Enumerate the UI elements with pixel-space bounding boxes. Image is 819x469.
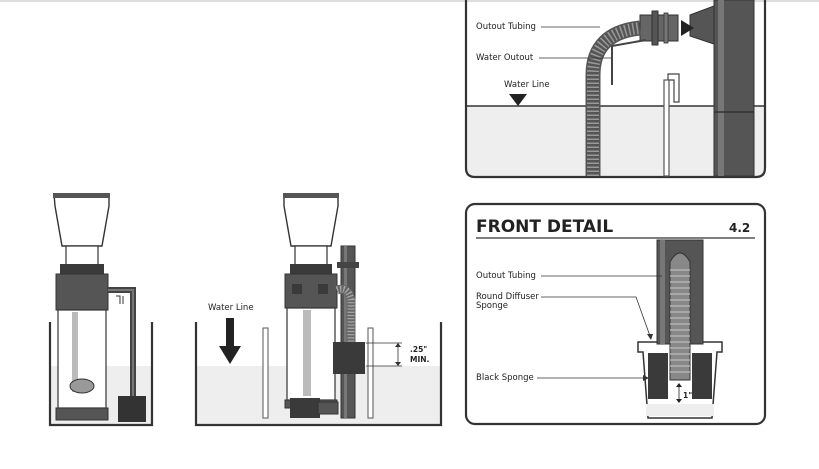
label-water-outout: Water Outout	[476, 53, 534, 63]
label-round-diffuser-2: Sponge	[476, 301, 508, 311]
label-water-line-middle: Water Line	[208, 303, 254, 313]
left-tank	[48, 322, 154, 427]
middle-collection-cup	[283, 193, 339, 247]
left-skimmer-diagram	[48, 193, 154, 427]
outlet-fitting	[639, 14, 679, 42]
flow-arrow	[681, 20, 694, 36]
front-detail-panel: FRONT DETAIL 4.2 1" Outout Tubing Round …	[464, 202, 767, 426]
top-pipe-highlight	[718, 0, 724, 176]
divider-right	[367, 327, 374, 419]
middle-skimmer-diagram: Water Line .25" MIN.	[194, 193, 443, 427]
top-detail-panel: Outout Tubing Water Outout Water Line	[464, 0, 767, 179]
black-sponge-left	[648, 353, 668, 399]
label-outout-tubing: Outout Tubing	[476, 22, 536, 32]
air-tube	[663, 79, 670, 177]
label-front-outout-tubing: Outout Tubing	[476, 271, 536, 281]
water-outout-pipe	[611, 39, 647, 85]
measure-min: MIN.	[410, 355, 430, 364]
middle-pump	[290, 398, 320, 418]
divider-left	[262, 327, 269, 419]
left-collection-cup	[53, 193, 110, 247]
label-round-diffuser-1: Round Diffuser	[476, 292, 539, 302]
measure-label: 1"	[683, 391, 692, 400]
label-black-sponge: Black Sponge	[476, 373, 534, 383]
middle-diffuser	[333, 342, 365, 374]
measure-025: .25"	[410, 345, 427, 354]
front-detail-number: 4.2	[729, 221, 750, 235]
left-base	[55, 407, 109, 421]
top-panel-frame	[464, 0, 767, 179]
left-body-top	[55, 273, 109, 311]
front-panel-frame	[464, 202, 767, 426]
left-pump	[118, 396, 146, 422]
pipe-elbow	[689, 5, 715, 45]
water-line-arrow-middle	[219, 346, 241, 364]
label-water-line-top: Water Line	[504, 80, 550, 90]
front-detail-title: FRONT DETAIL	[476, 217, 613, 237]
water-line-arrow-top	[509, 94, 527, 106]
black-sponge-right	[692, 353, 712, 399]
middle-tank	[194, 322, 443, 427]
front-outout-tubing	[669, 252, 691, 381]
